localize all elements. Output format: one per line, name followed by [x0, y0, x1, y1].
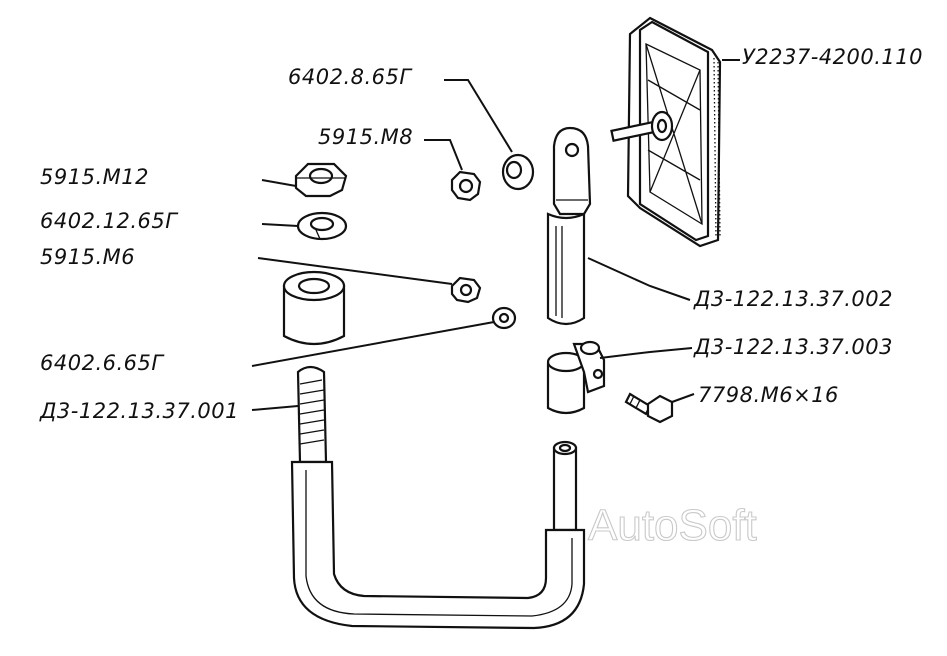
bolt-m6 [624, 392, 674, 424]
label-mirror: У2237-4200.110 [742, 45, 923, 69]
label-nut-m8: 5915.М8 [318, 125, 413, 149]
washer-8 [501, 153, 535, 191]
mirror-assembly [610, 16, 722, 248]
leader-washer-12 [261, 223, 299, 227]
mirror-rod [546, 126, 592, 326]
label-rod: Д3-122.13.37.002 [693, 287, 893, 311]
washer-12 [296, 211, 348, 241]
leader-rod [587, 257, 691, 301]
nut-m6 [450, 276, 482, 304]
leader-nut-m12 [261, 179, 297, 187]
clamp [546, 340, 606, 415]
label-clamp: Д3-122.13.37.003 [693, 335, 893, 359]
label-bolt: 7798.М6×16 [698, 383, 839, 407]
u-bracket [290, 365, 586, 630]
label-washer-8: 6402.8.65Г [288, 65, 413, 89]
washer-6 [491, 306, 517, 330]
leader-bracket [251, 405, 299, 411]
nut-m12 [294, 162, 348, 198]
leader-nut-m6 [257, 257, 453, 285]
label-washer-6: 6402.6.65Г [40, 351, 165, 375]
label-nut-m6: 5915.М6 [40, 245, 135, 269]
watermark: AutoSoft [588, 501, 757, 550]
leader-clamp [599, 347, 693, 359]
leader-bolt [671, 393, 695, 403]
nut-m8 [450, 170, 482, 202]
spacer-bushing [282, 270, 346, 346]
label-washer-12: 6402.12.65Г [40, 209, 179, 233]
label-bracket: Д3-122.13.37.001 [39, 399, 239, 423]
leader-washer-6 [251, 321, 495, 367]
label-nut-m12: 5915.М12 [40, 165, 149, 189]
leader-nut-m8 [424, 139, 463, 171]
leader-washer-8 [444, 79, 513, 153]
